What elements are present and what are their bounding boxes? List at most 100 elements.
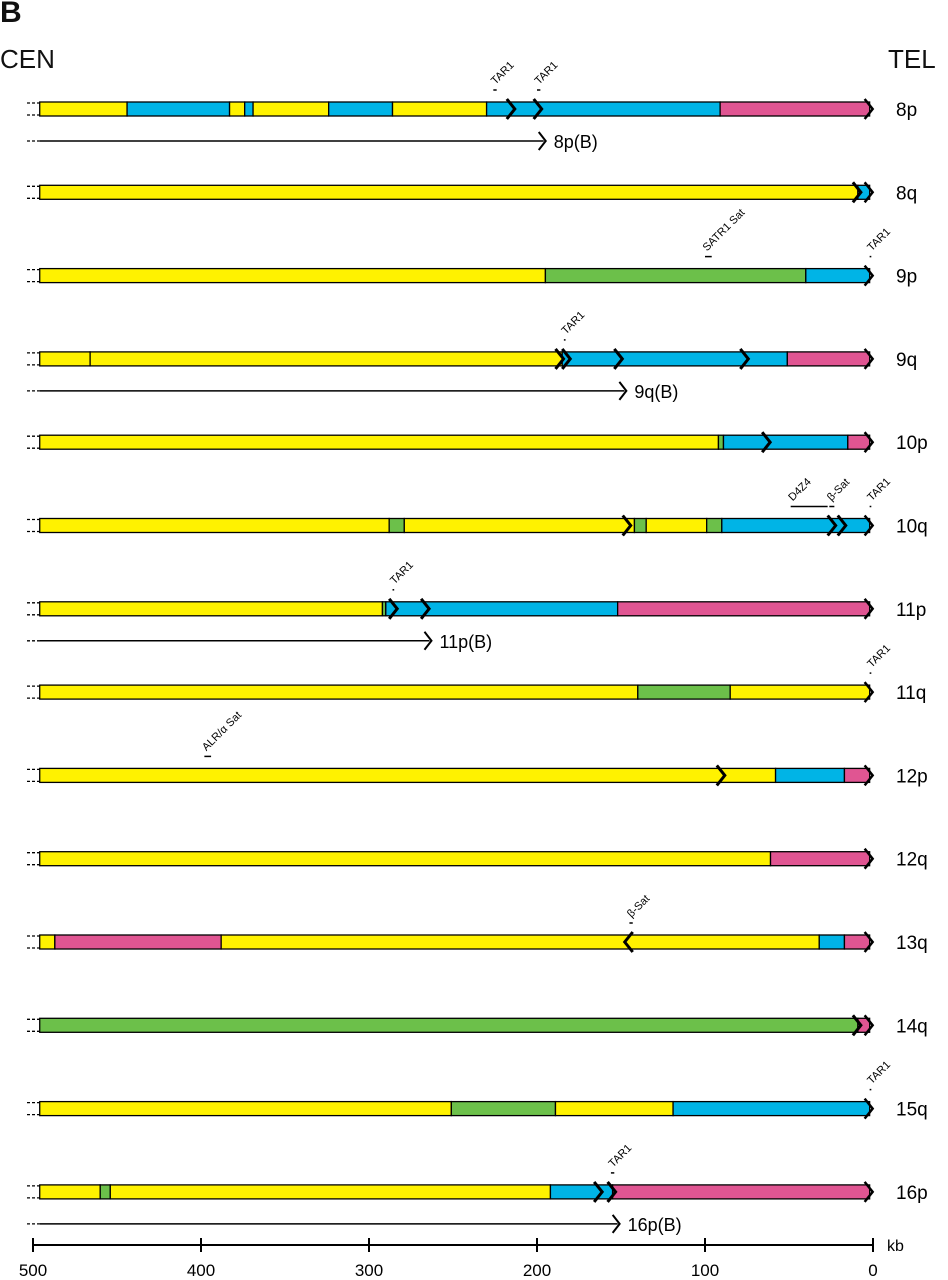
sub-track-arrowhead: [423, 631, 433, 651]
sub-track-label: 8p(B): [554, 132, 598, 152]
panel-label: B: [0, 0, 22, 29]
sub-track-label: 9q(B): [634, 382, 678, 402]
repeat-chevron: [851, 181, 863, 204]
centromere-label: CEN: [0, 44, 55, 74]
segment-yellow: [39, 851, 772, 867]
segment-yellow: [729, 684, 871, 700]
track-label: 15q: [896, 1100, 928, 1121]
segment-yellow: [39, 684, 639, 700]
segment-yellow: [39, 101, 128, 117]
segment-yellow: [220, 934, 820, 950]
segment-green: [633, 517, 647, 534]
telomere-arrowhead: [863, 598, 875, 620]
annotation-label: TAR1: [533, 59, 561, 87]
annotation-label: β-Sat: [625, 893, 652, 920]
track-label: 11p: [896, 600, 926, 621]
segment-green: [544, 267, 807, 284]
sub-track-arrowhead: [611, 1214, 621, 1234]
annotation-label: ALR/α Sat: [200, 709, 244, 753]
segment-green: [717, 434, 725, 450]
repeat-chevron: [532, 98, 544, 120]
telomere-arrowhead: [863, 931, 875, 953]
repeat-chevron: [851, 1014, 863, 1037]
segment-pink: [847, 434, 871, 450]
segment-yellow: [391, 101, 488, 117]
segment-blue: [672, 1100, 871, 1117]
axis-tick-label: 0: [868, 1261, 877, 1280]
telomere-arrowhead: [863, 514, 875, 537]
segment-yellow: [39, 934, 56, 950]
axis-unit-label: kb: [887, 1238, 904, 1255]
annotation-label: TAR1: [560, 309, 588, 337]
track-label: 8p: [896, 100, 917, 121]
track-label: 14q: [896, 1016, 928, 1037]
telomere-arrowhead: [863, 1014, 875, 1037]
repeat-chevron: [388, 597, 400, 620]
repeat-chevron: [419, 597, 432, 620]
telomere-label: TEL: [888, 44, 936, 74]
segment-green: [450, 1100, 557, 1117]
track-label: 12q: [896, 850, 928, 871]
segment-yellow: [228, 101, 246, 117]
repeat-chevron: [606, 1180, 618, 1203]
segment-yellow: [89, 351, 563, 367]
segment-green: [99, 1184, 111, 1200]
segment-blue: [328, 101, 394, 117]
track-label: 9p: [896, 267, 917, 288]
axis-tick-label: 100: [691, 1261, 719, 1280]
segment-blue: [485, 101, 721, 117]
segment-blue: [805, 267, 871, 284]
segment-yellow: [554, 1100, 674, 1117]
telomere-arrowhead: [863, 264, 875, 287]
annotation-label: TAR1: [865, 226, 893, 254]
axis-tick-label: 200: [523, 1261, 551, 1280]
track-label: 16p: [896, 1183, 928, 1204]
telomere-arrowhead: [863, 847, 875, 870]
segment-pink: [719, 101, 871, 117]
annotation-label: β-Sat: [825, 476, 852, 503]
segment-blue: [561, 351, 788, 367]
axis-tick-label: 500: [19, 1261, 47, 1280]
telomere-arrowhead: [863, 348, 875, 370]
track-label: 10q: [896, 517, 928, 538]
repeat-chevron: [826, 514, 838, 537]
annotation-label: TAR1: [388, 559, 416, 587]
segment-yellow: [252, 101, 330, 117]
telomere-arrowhead: [863, 1097, 875, 1120]
repeat-chevron: [622, 931, 634, 953]
segment-pink: [54, 934, 222, 950]
telomere-arrowhead: [863, 98, 875, 120]
repeat-chevron: [505, 98, 517, 120]
segment-blue: [244, 101, 254, 117]
track-label: 9q: [896, 350, 917, 371]
telomere-arrowhead: [863, 764, 875, 787]
segment-blue: [857, 184, 871, 200]
segment-yellow: [109, 1184, 552, 1200]
segment-yellow: [39, 767, 777, 784]
telomere-arrowhead: [863, 431, 875, 453]
repeat-chevron: [621, 514, 633, 537]
segment-pink: [611, 1184, 871, 1200]
segment-pink: [616, 601, 871, 617]
sub-track-arrowhead: [537, 131, 547, 151]
segment-green: [637, 684, 731, 700]
axis-tick-label: 400: [187, 1261, 215, 1280]
segment-blue: [774, 767, 846, 784]
segment-blue: [722, 434, 849, 450]
segment-yellow: [403, 517, 636, 534]
annotation-label: TAR1: [865, 476, 893, 504]
segment-green: [39, 1017, 859, 1033]
track-label: 13q: [896, 933, 928, 954]
segment-yellow: [645, 517, 708, 534]
repeat-chevron: [561, 347, 573, 370]
segment-pink: [769, 851, 871, 867]
sub-track-label: 16p(B): [628, 1215, 682, 1235]
repeat-chevron: [613, 347, 625, 370]
annotation-label: TAR1: [489, 59, 517, 87]
segment-blue: [818, 934, 846, 950]
track-label: 11q: [896, 683, 926, 704]
repeat-chevron: [836, 514, 848, 537]
sub-track-arrowhead: [618, 381, 628, 401]
